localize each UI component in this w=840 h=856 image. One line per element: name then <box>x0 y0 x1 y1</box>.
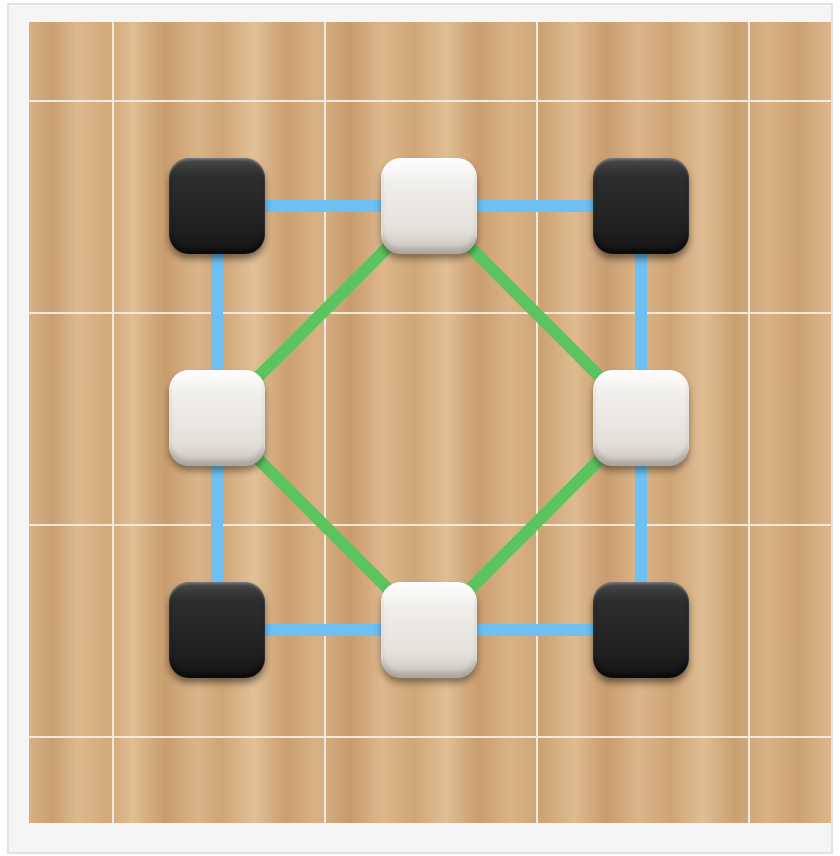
game-frame <box>7 3 833 854</box>
white-piece-bottom-center[interactable] <box>381 582 477 678</box>
black-piece-bottom-right[interactable] <box>593 582 689 678</box>
black-piece-top-left[interactable] <box>169 158 265 254</box>
white-piece-middle-left[interactable] <box>169 370 265 466</box>
black-piece-bottom-left[interactable] <box>169 582 265 678</box>
white-piece-top-center[interactable] <box>381 158 477 254</box>
wood-background <box>29 22 831 823</box>
game-board[interactable] <box>29 22 831 823</box>
board-surface <box>29 22 831 823</box>
white-piece-middle-right[interactable] <box>593 370 689 466</box>
black-piece-top-right[interactable] <box>593 158 689 254</box>
